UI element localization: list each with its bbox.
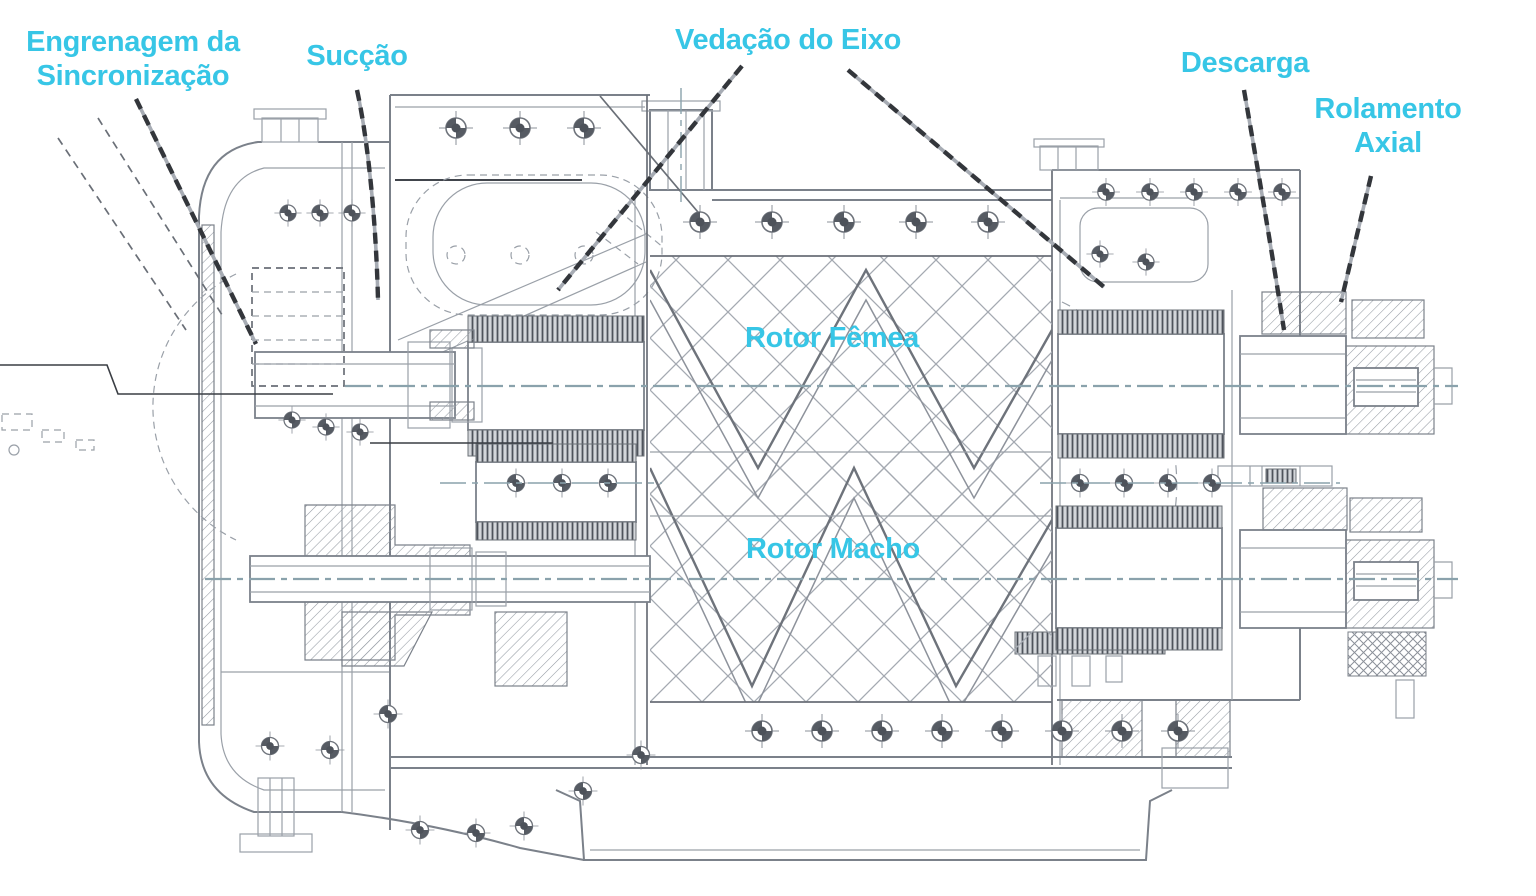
label-synchronization-gear: Engrenagem da Sincronização <box>26 26 240 94</box>
label-suction: Sucção <box>306 40 408 74</box>
label-discharge: Descarga <box>1181 47 1309 81</box>
leader-engrenagem <box>57 98 258 345</box>
label-line: Axial <box>1354 126 1422 159</box>
leader-succao <box>354 89 381 301</box>
label-line: Rotor Macho <box>746 533 920 565</box>
edge-reference-lines <box>0 364 553 456</box>
label-shaft-seal: Vedação do Eixo <box>675 24 901 58</box>
label-leader-lines <box>57 64 1374 345</box>
label-female-rotor: Rotor Fêmea <box>745 322 919 356</box>
label-male-rotor: Rotor Macho <box>746 533 920 567</box>
label-line: Sincronização <box>36 59 230 92</box>
label-line: Vedação do Eixo <box>675 24 901 56</box>
leader-descarga <box>1241 89 1287 331</box>
label-line: Engrenagem da <box>26 26 240 58</box>
leader-rolamento <box>1338 175 1374 303</box>
label-line: Descarga <box>1180 47 1310 79</box>
axial-bearing-end-caps <box>1217 291 1453 719</box>
leader-vedacao-right <box>846 68 1106 289</box>
shaft-centerlines <box>205 88 1458 581</box>
label-line: Sucção <box>306 40 408 72</box>
label-line: Rotor Fêmea <box>745 322 919 354</box>
leader-vedacao-left <box>556 64 744 292</box>
label-line: Rolamento <box>1314 93 1462 125</box>
label-axial-bearing: Rolamento Axial <box>1314 93 1461 161</box>
